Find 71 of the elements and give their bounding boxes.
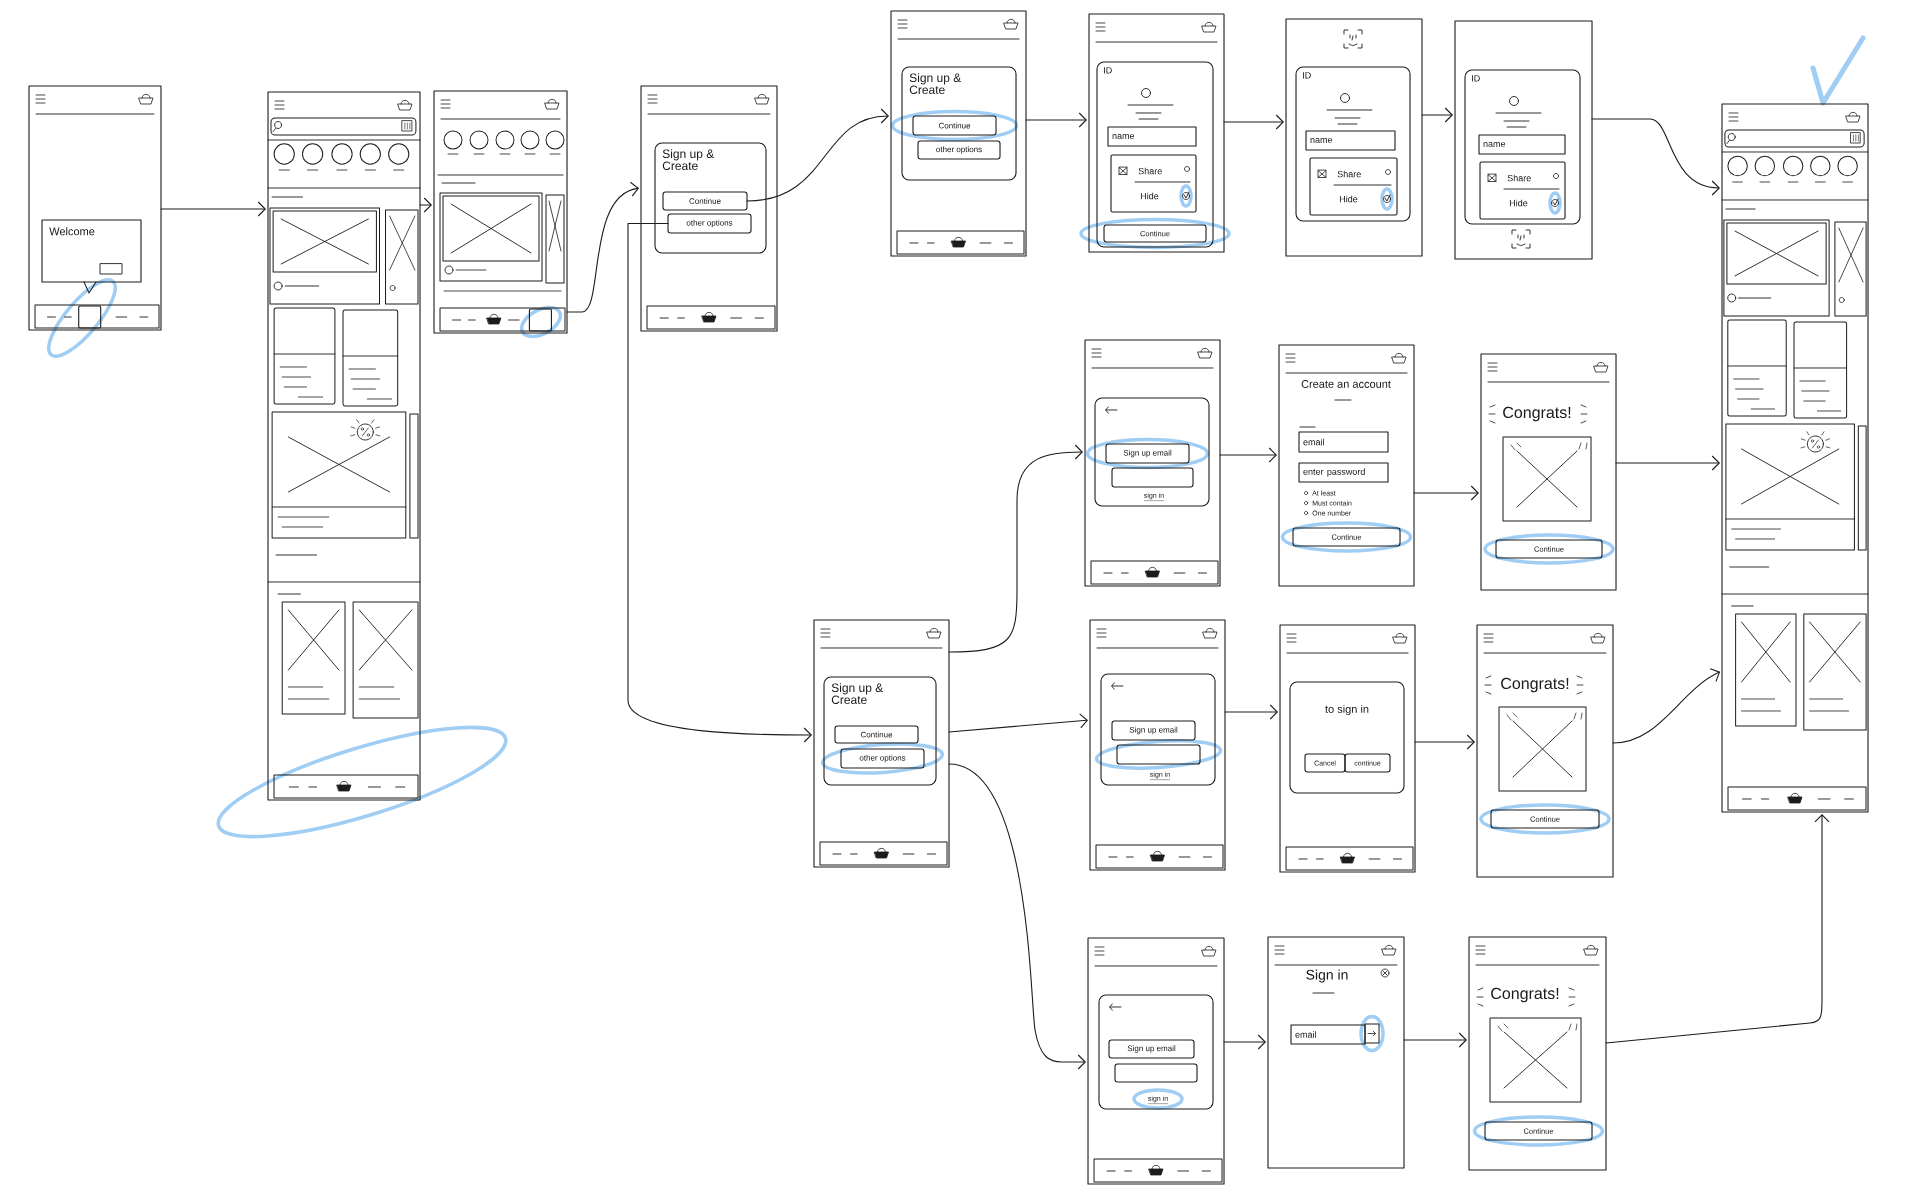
- arrow: [948, 763, 1086, 1070]
- card-heading: ID: [1303, 72, 1311, 79]
- arrow: [1612, 668, 1721, 744]
- arrow: [746, 108, 889, 202]
- arrow: [1223, 1034, 1266, 1050]
- input-field: name: [1107, 126, 1197, 147]
- option-label: Hide: [1339, 195, 1358, 203]
- arrow: [1591, 118, 1720, 196]
- arrow: [566, 181, 640, 313]
- input-field: enter password: [1298, 462, 1389, 483]
- arrow: [948, 444, 1083, 653]
- phone-screen: [1089, 619, 1226, 871]
- input-field: email: [1290, 1024, 1366, 1045]
- phone-screen: [433, 90, 568, 334]
- button: other options: [840, 748, 925, 769]
- phone-screen: [1087, 937, 1225, 1185]
- heading: Congrats!: [1501, 677, 1569, 693]
- button: Continue: [834, 725, 919, 744]
- button: Continue: [912, 115, 997, 136]
- option-label: Share: [1337, 170, 1361, 178]
- arrow: [1403, 1032, 1467, 1048]
- option-label: Hide: [1509, 199, 1528, 207]
- option-label: Hide: [1140, 192, 1159, 200]
- button: other options: [917, 140, 1001, 160]
- button: other options: [667, 213, 752, 234]
- phone-screen: [267, 91, 421, 801]
- arrow: [1413, 485, 1479, 501]
- arrow: [1025, 112, 1087, 128]
- input-field: email: [1298, 431, 1389, 453]
- input-field: name: [1305, 130, 1396, 151]
- phone-screen: [1279, 624, 1416, 873]
- card-heading: ID: [1472, 75, 1480, 82]
- phone-screen: [813, 619, 950, 868]
- button: Sign up email: [1108, 1039, 1195, 1059]
- button: [1114, 1063, 1198, 1083]
- phone-screen: [1285, 18, 1423, 257]
- button: Sign up email: [1105, 443, 1190, 464]
- card-heading: Sign up & Create: [831, 683, 884, 704]
- phone-screen: [1721, 103, 1869, 813]
- phone-screen: [1088, 13, 1225, 253]
- speech-bubble: Welcome: [41, 219, 142, 294]
- phone-screen: [1454, 20, 1593, 260]
- card-text: to sign in: [1325, 704, 1369, 716]
- arrow: [1223, 114, 1284, 130]
- arrow: [1605, 814, 1830, 1044]
- arrow: [627, 222, 812, 743]
- phone-screen: [890, 10, 1027, 257]
- arrow: [160, 201, 266, 217]
- button: [1116, 744, 1201, 765]
- arrow: [1414, 734, 1475, 750]
- button: Sign up email: [1111, 720, 1196, 741]
- button: [1111, 467, 1194, 488]
- phone-screen: [28, 85, 162, 331]
- heading: Sign in: [1306, 969, 1348, 983]
- heading: Congrats!: [1503, 406, 1571, 422]
- card-heading: Sign up & Create: [909, 73, 962, 94]
- option-label: Share: [1138, 167, 1162, 175]
- option-label: Share: [1507, 174, 1531, 182]
- heading: Congrats!: [1491, 987, 1559, 1003]
- input-field: name: [1478, 134, 1566, 155]
- arrow: [1219, 447, 1277, 463]
- arrow: [1421, 107, 1453, 123]
- card-heading: Sign up & Create: [662, 149, 715, 170]
- button: Continue: [662, 191, 748, 211]
- arrow: [948, 713, 1088, 733]
- heading: Create an account: [1301, 380, 1391, 388]
- arrow: [1615, 455, 1720, 471]
- arrow: [1224, 704, 1278, 720]
- phone-screen: [1084, 339, 1221, 587]
- card-heading: ID: [1104, 67, 1112, 74]
- phone-screen: [640, 85, 778, 332]
